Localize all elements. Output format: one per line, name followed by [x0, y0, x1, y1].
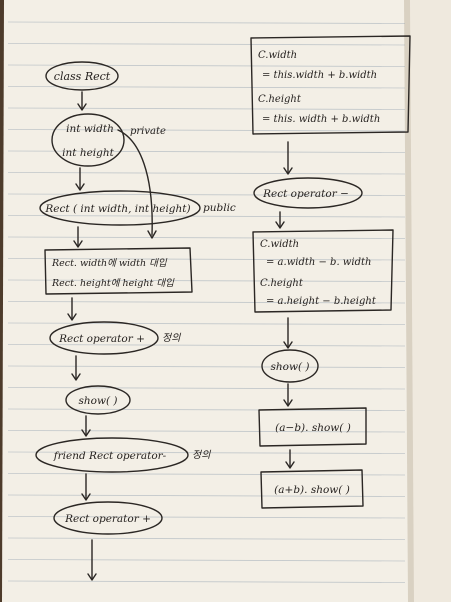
top-box-line-1: C.width [258, 50, 297, 61]
assign-line-1: Rect. width에 width 대입 [51, 258, 168, 269]
private-link-head [147, 230, 157, 239]
ruled-line [7, 258, 406, 261]
minus-box-line-1: C.width [260, 239, 299, 250]
friend-op-label: friend Rect operator- [53, 450, 167, 462]
call-plus-box [260, 469, 364, 509]
ruled-line [7, 21, 406, 24]
page-fold-shadow [404, 0, 414, 602]
show-node-right [261, 349, 319, 383]
ruled-line [7, 344, 406, 347]
arrow-r2-head [275, 221, 285, 229]
arrow-5-head [71, 373, 81, 381]
arrow-r1-head [283, 167, 293, 175]
minus-box-line-2: = a.width − b. width [266, 257, 371, 268]
show-node-left [65, 385, 131, 415]
ruled-line [7, 473, 406, 476]
ruled-line [7, 215, 406, 218]
constructor-node [39, 190, 201, 226]
ruled-line [7, 430, 406, 433]
ruled-line [7, 236, 406, 239]
public-note: public [203, 202, 236, 214]
arrow-1-head [77, 103, 87, 111]
class-node [45, 61, 119, 91]
op-plus-label: Rect operator + [58, 333, 145, 345]
private-link-curve [117, 129, 153, 236]
op-plus-note: 정의 [162, 332, 181, 344]
ruled-line [7, 322, 406, 325]
arrow-4-head [67, 313, 77, 321]
next-page-edge [405, 0, 451, 602]
ruled-line [7, 537, 406, 540]
arrow-6-head [81, 429, 91, 437]
ruled-line [7, 43, 406, 46]
private-note: private [130, 126, 166, 137]
ruled-line [7, 451, 406, 454]
arrow-r4-head [283, 399, 293, 407]
friend-op-node [35, 437, 189, 473]
op-plus-node [49, 321, 159, 355]
ruled-line [7, 129, 406, 132]
op-plus-2-label: Rect operator + [64, 513, 151, 525]
minus-box-line-3: C.height [260, 278, 304, 289]
minus-box [252, 229, 394, 313]
arrow-r3-head [283, 341, 293, 349]
field-width: int width [66, 123, 114, 135]
minus-box-line-4: = a.height − b.height [266, 296, 377, 307]
ruled-lines [7, 21, 406, 583]
ruled-line [7, 301, 406, 304]
arrow-7-head [81, 493, 91, 501]
call-minus-box [258, 407, 367, 447]
op-plus-node-2 [53, 501, 163, 535]
arrow-r5-head [285, 461, 295, 469]
ruled-line [7, 150, 406, 153]
ruled-line [7, 172, 406, 175]
ruled-line [7, 86, 406, 89]
top-right-box [250, 35, 411, 135]
call-minus-label: (a−b). show( ) [275, 422, 351, 434]
top-box-line-3: C.height [258, 94, 302, 105]
fields-node [51, 113, 125, 167]
assign-line-2: Rect. height에 height 대입 [51, 278, 175, 289]
op-minus-node [253, 177, 363, 209]
arrow-8-head [87, 573, 97, 581]
assign-box [44, 247, 193, 295]
top-box-line-4: = this. width + b.width [262, 114, 380, 125]
field-height: int height [62, 147, 114, 159]
ruled-line [7, 559, 406, 562]
ruled-line [7, 64, 406, 67]
arrow-3-head [73, 240, 83, 248]
constructor-label: Rect ( int width, int height) [44, 203, 190, 215]
ruled-line [7, 516, 406, 519]
friend-op-note: 정의 [192, 449, 211, 461]
show-label-left: show( ) [79, 395, 118, 407]
ruled-line [7, 387, 406, 390]
ruled-line [7, 494, 406, 497]
top-box-line-2: = this.width + b.width [262, 70, 377, 81]
ruled-line [7, 107, 406, 110]
ruled-line [7, 580, 406, 583]
ruled-line [7, 365, 406, 368]
call-plus-label: (a+b). show( ) [274, 484, 350, 496]
arrow-2-head [75, 183, 85, 191]
notebook-paper [2, 0, 414, 602]
show-label-right: show( ) [271, 361, 310, 373]
op-minus-label: Rect operator − [262, 188, 349, 200]
ruled-line [7, 279, 406, 282]
class-node-label: class Rect [54, 70, 111, 83]
